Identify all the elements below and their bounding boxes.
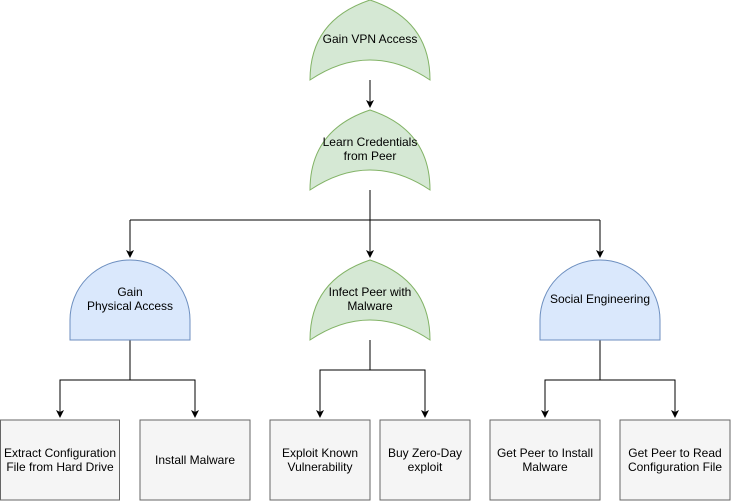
leaf-extract-config	[0, 419, 120, 501]
edge-social-branch-right	[600, 379, 679, 418]
leaf-peer-read	[619, 419, 731, 501]
leaf-exploit-known	[269, 419, 371, 501]
leaf-install-malware	[139, 419, 251, 501]
edge-infect-branch	[316, 340, 371, 418]
or-gate-infect-peer	[309, 259, 431, 341]
and-gate-social-engineering	[539, 259, 661, 341]
edge-physical-branch-right	[130, 379, 199, 418]
edge-physical-branch	[56, 340, 131, 418]
edge-social-branch	[541, 340, 601, 418]
and-gate-physical-access	[69, 259, 191, 341]
or-gate-gain-vpn	[309, 0, 431, 81]
edge-infect-branch-right	[370, 369, 429, 418]
or-gate-learn-credentials	[309, 109, 431, 191]
leaf-peer-install	[489, 419, 601, 501]
leaf-buy-zero-day	[379, 419, 471, 501]
